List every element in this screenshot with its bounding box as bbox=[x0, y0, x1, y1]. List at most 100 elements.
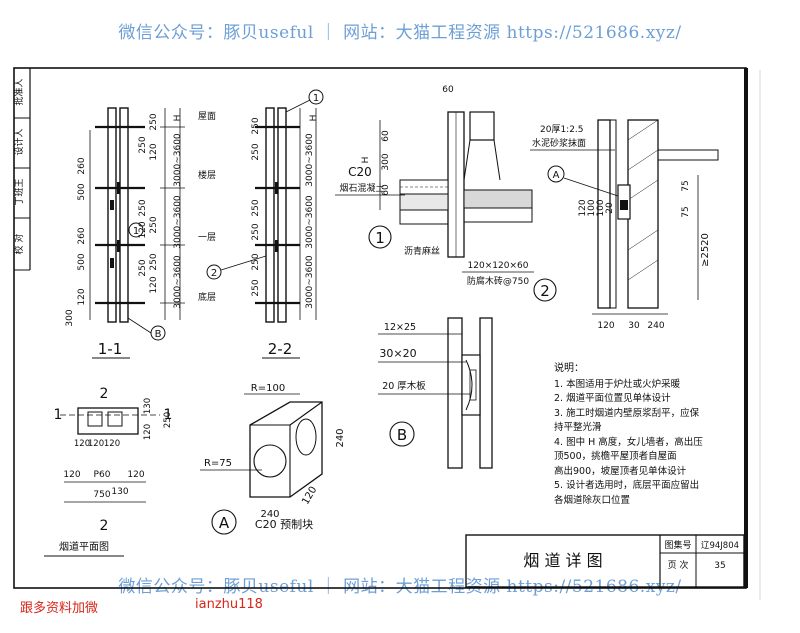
side-label-2: 设计人 bbox=[13, 128, 25, 155]
detail-b-marker: B bbox=[397, 426, 407, 444]
dim-1-1-c: 120 bbox=[149, 143, 159, 160]
db-wood-board: 20 厚木板 bbox=[382, 380, 426, 392]
section-label-1-1: 1-1 bbox=[98, 340, 123, 358]
page-number: 35 bbox=[714, 561, 725, 571]
note-item: 2. 烟道平面位置见单体设计 bbox=[554, 393, 671, 404]
detail-1: 60 60 300 60 H C20 烟石混凝土 1 沥青麻丝 120×120×… bbox=[335, 85, 534, 287]
plan-section-mark-right: 1 bbox=[164, 407, 173, 423]
plan-dim-120d: 120 bbox=[143, 424, 153, 440]
dim-1-1-k: 260 bbox=[77, 157, 87, 174]
dim-1-1-d: 250 bbox=[138, 199, 148, 216]
d2-marker-a: A bbox=[553, 170, 560, 181]
block-a-marker: A bbox=[219, 514, 230, 532]
section-label-2-2: 2-2 bbox=[268, 340, 293, 358]
atlas-number-label: 图集号 bbox=[664, 539, 691, 551]
d2-mortar-thickness: 20厚1:2.5 bbox=[540, 124, 584, 135]
plan-section-mark-left: 1 bbox=[54, 407, 63, 423]
note-item: 4. 图中 H 高度，女儿墙者，高出压 bbox=[554, 436, 703, 448]
dim-1-1-j: 500 bbox=[77, 183, 87, 200]
dim-1-1-i: 120 bbox=[149, 276, 159, 293]
d1-asphalt-hemp: 沥青麻丝 bbox=[404, 245, 440, 257]
plan-dim-130b: 130 bbox=[111, 487, 128, 497]
plan-dim-130: 130 bbox=[143, 398, 153, 414]
dim-2-2-j: 3000~3600 bbox=[305, 255, 315, 309]
note-item: 5. 设计者选用时，底层平面应留出 bbox=[554, 480, 700, 491]
side-label-1: 批准人 bbox=[13, 78, 25, 105]
dim-1-1-a: 250 bbox=[149, 113, 159, 130]
block-a-caption: C20 预制块 bbox=[255, 518, 313, 531]
d1-dim-300: 300 bbox=[381, 153, 391, 170]
dim-1-1-b: 250 bbox=[138, 136, 148, 153]
db-dim-12x25: 12×25 bbox=[384, 322, 416, 333]
dim-2-2-f: 250 bbox=[251, 279, 261, 296]
marker-2-2-top: 1 bbox=[313, 93, 319, 104]
dim-2-2-h: H bbox=[309, 115, 319, 122]
ad-text-right: ianzhu118 bbox=[195, 597, 263, 612]
d2-dim-120b: 120 bbox=[597, 321, 614, 331]
dim-1-1-h: 250 bbox=[138, 259, 148, 276]
dim-2-2-d: 250 bbox=[251, 223, 261, 240]
plan-dim-120b: 120 bbox=[88, 439, 104, 449]
dim-2-2-b: 250 bbox=[251, 143, 261, 160]
dim-1-1-q: 3000~3600 bbox=[173, 195, 183, 249]
d1-material-concrete: 烟石混凝土 bbox=[339, 182, 384, 194]
dim-1-1-g: 250 bbox=[149, 253, 159, 270]
precast-block-a: R=100 R=75 240 240 120 A C20 预制块 bbox=[200, 383, 346, 535]
marker-1-1-b: B bbox=[155, 329, 162, 340]
d2-dim-120: 120 bbox=[578, 199, 588, 216]
plan-dim-p60: P60 bbox=[94, 470, 111, 480]
d2-mortar-finish: 水泥砂浆抹面 bbox=[532, 137, 586, 149]
dim-1-1-o: 300 bbox=[65, 309, 75, 326]
d1-dim-60-top: 60 bbox=[442, 85, 454, 95]
watermark-top: 微信公众号：豚贝useful ｜ 网站：大猫工程资源 https://52168… bbox=[118, 23, 682, 43]
note-item: 顶500，挑檐平屋顶者自屋面 bbox=[554, 451, 677, 462]
dim-1-1-n: 120 bbox=[77, 288, 87, 305]
plan-dim-120a: 120 bbox=[74, 439, 90, 449]
d1-wood-brick-spacing: 防腐木砖@750 bbox=[467, 275, 529, 287]
d1-dim-60b: 60 bbox=[381, 184, 391, 196]
db-dim-30x20: 30×20 bbox=[379, 347, 416, 360]
d1-dim-h: H bbox=[361, 157, 371, 164]
dim-2-2-i: 3000~3600 bbox=[305, 195, 315, 249]
block-r75: R=75 bbox=[204, 458, 232, 469]
plan-section-mark-top: 2 bbox=[100, 386, 109, 402]
section-1-1: 屋面 楼层 一层 底层 250 250 120 250 250 120 250 … bbox=[65, 107, 216, 359]
note-item: 各烟道除灰口位置 bbox=[554, 494, 631, 506]
marker-1-1-detail: 1 bbox=[133, 226, 139, 237]
side-label-4: 校 对 bbox=[13, 234, 25, 255]
detail-2-marker: 2 bbox=[540, 282, 550, 300]
level-base: 底层 bbox=[198, 291, 216, 303]
ad-text-left: 跟多资料加微 bbox=[20, 601, 99, 616]
section-2-2: 250 250 250 250 250 250 H 3000~3600 3000… bbox=[206, 89, 324, 359]
notes-title: 说明： bbox=[554, 363, 584, 374]
dim-2-2-g: 3000~3600 bbox=[305, 133, 315, 187]
note-item: 高出900，坡屋顶者见单体设计 bbox=[554, 465, 687, 477]
d1-material-c20: C20 bbox=[348, 165, 372, 179]
d2-dim-75b: 75 bbox=[681, 206, 691, 217]
notes-block: 说明： 1. 本图适用于炉灶或火炉采暖 2. 烟道平面位置见单体设计 3. 施工… bbox=[554, 362, 734, 508]
plan-dim-120f: 120 bbox=[127, 470, 144, 480]
d2-dim-240: 240 bbox=[647, 321, 664, 331]
d2-dim-75a: 75 bbox=[681, 180, 691, 191]
level-first: 一层 bbox=[198, 232, 216, 243]
d2-dim-100a: 100 bbox=[587, 199, 597, 216]
block-dim-240-h: 240 bbox=[260, 509, 279, 520]
note-item: 1. 本图适用于炉灶或火炉采暖 bbox=[554, 378, 681, 390]
plan-section-mark-bottom: 2 bbox=[100, 518, 109, 534]
dim-2-2-a: 250 bbox=[251, 117, 261, 134]
dim-1-1-r: 3000~3600 bbox=[173, 255, 183, 309]
dim-2-2-c: 250 bbox=[251, 199, 261, 216]
watermark-bottom: 微信公众号：豚贝useful ｜ 网站：大猫工程资源 https://52168… bbox=[118, 577, 682, 597]
dim-1-1-m: 260 bbox=[77, 227, 87, 244]
plan-dim-120c: 120 bbox=[104, 439, 120, 449]
plan-dim-750: 750 bbox=[93, 490, 110, 500]
level-floor: 楼层 bbox=[198, 169, 216, 181]
note-item: 持平整光滑 bbox=[554, 422, 602, 433]
d2-dim-20: 20 bbox=[605, 202, 615, 214]
dim-1-1-l: 500 bbox=[77, 253, 87, 270]
side-label-3: 丁班王 bbox=[13, 178, 25, 205]
plan-dim-120e: 120 bbox=[63, 470, 80, 480]
flue-plan: 2 1 1 2 130 120 120 120 120 250 120 P60 … bbox=[44, 386, 173, 557]
level-roof: 屋面 bbox=[198, 111, 216, 122]
dim-1-1-h-label: H bbox=[173, 115, 183, 122]
